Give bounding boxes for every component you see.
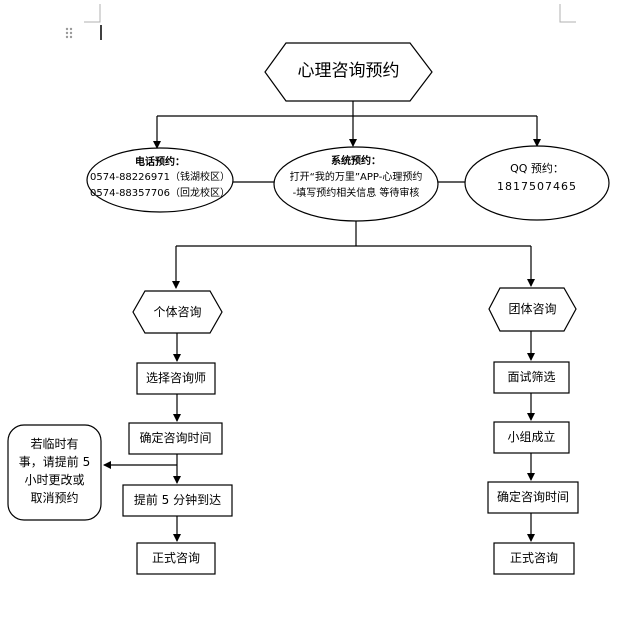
system-step-1: 打开“我的万里”APP-心理预约 xyxy=(289,172,423,183)
system-step-2: -填写预约相关信息 等待审核 xyxy=(292,188,420,199)
qq-ellipse xyxy=(464,145,610,221)
system-label: 系统预约： xyxy=(331,156,381,167)
step-group-confirm-time-box xyxy=(487,481,579,514)
step-select-counselor-box xyxy=(136,362,216,395)
individual-connectors xyxy=(103,333,181,542)
note-line-4: 取消预约 xyxy=(30,491,79,505)
step-confirm-time-box xyxy=(128,422,223,455)
group-step-1: 面试筛选 xyxy=(507,370,556,384)
group-title: 团体咨询 xyxy=(508,302,557,316)
note-line-1: 若临时有 xyxy=(30,437,79,451)
step-interview-box xyxy=(493,361,570,394)
group-hexagon xyxy=(488,287,577,332)
note-line-3: 小时更改或 xyxy=(24,473,85,487)
group-step-2: 小组成立 xyxy=(507,430,556,444)
phone-ellipse xyxy=(86,147,234,213)
step-group-formed-box xyxy=(493,421,570,454)
individual-step-1: 选择咨询师 xyxy=(145,371,206,385)
individual-step-4: 正式咨询 xyxy=(151,551,200,565)
individual-step-3: 提前 5 分钟到达 xyxy=(133,493,222,507)
branch-connectors xyxy=(172,221,535,289)
top-connectors xyxy=(153,101,541,183)
step-group-formal-consult-box xyxy=(493,542,575,575)
group-step-4: 正式咨询 xyxy=(509,551,558,565)
diagram-title: 心理咨询预约 xyxy=(297,61,400,81)
step-formal-consult-box xyxy=(136,542,216,575)
phone-number-qianhu: 0574-88226971（钱湖校区） xyxy=(90,172,230,183)
qq-number: 1817507465 xyxy=(497,180,577,193)
phone-number-huilong: 0574-88357706（回龙校区） xyxy=(90,188,230,199)
individual-step-2: 确定咨询时间 xyxy=(139,431,212,445)
title-hexagon xyxy=(264,42,433,102)
step-arrive-early-box xyxy=(122,484,233,517)
phone-label: 电话预约： xyxy=(135,157,185,168)
qq-label: QQ 预约： xyxy=(510,162,564,175)
page-corner-marks xyxy=(84,4,576,23)
individual-hexagon xyxy=(132,290,223,334)
group-step-3: 确定咨询时间 xyxy=(496,490,569,504)
note-box xyxy=(7,424,102,521)
note-line-2: 事，请提前 5 xyxy=(18,455,91,469)
individual-title: 个体咨询 xyxy=(153,305,202,319)
drag-handle-icon[interactable] xyxy=(65,27,73,39)
